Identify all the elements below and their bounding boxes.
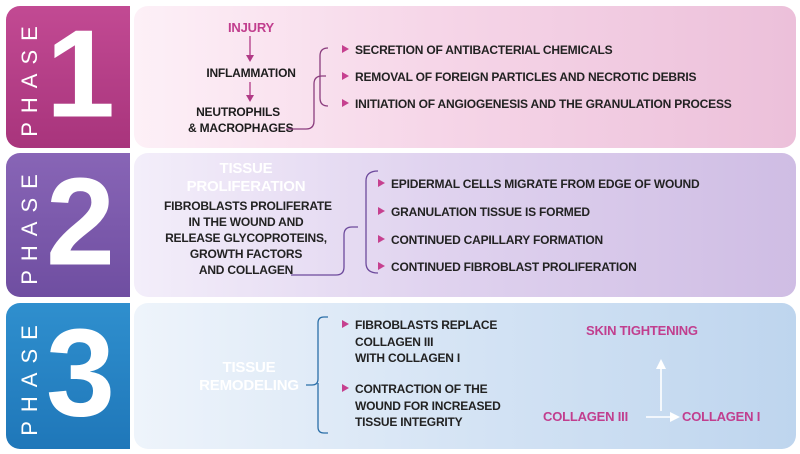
bullet-arrow-icon [342,384,349,392]
phase-1-connectors [246,36,329,130]
bullet-arrow-icon [378,207,385,215]
bullet-item: CONTRACTION OF THE [342,382,488,396]
phase-3-tab: PHASE 3 [6,303,130,449]
phase-2-title-line2: PROLIFERATION [186,178,306,195]
phase-2-desc-line: AND COLLAGEN [198,263,294,277]
bullet-text: SECRETION OF ANTIBACTERIAL CHEMICALS [355,43,613,57]
bullet-item: CONTINUED CAPILLARY FORMATION [378,233,603,247]
phase-2-desc-line: IN THE WOUND AND [188,215,304,229]
phase-3-title-line2: REMODELING [199,377,299,394]
phase-2-panel [134,153,796,297]
bullet-item: SECRETION OF ANTIBACTERIAL CHEMICALS [342,43,613,57]
flow-neutrophils: NEUTROPHILS [196,105,280,119]
bullet-arrow-icon [378,262,385,270]
bullet-arrow-icon [378,179,385,187]
phase-number: 2 [46,153,115,292]
bullet-text-continued: TISSUE INTEGRITY [355,415,463,429]
phase-3-connectors [306,316,680,434]
phase-3-title-line1: TISSUE [222,359,276,376]
bullet-item: REMOVAL OF FOREIGN PARTICLES AND NECROTI… [342,70,697,84]
bullet-arrow-icon [342,72,349,80]
phase-2-desc-line: GROWTH FACTORS [189,247,303,261]
flow-injury: INJURY [228,20,274,35]
bullet-item: EPIDERMAL CELLS MIGRATE FROM EDGE OF WOU… [378,177,700,191]
phase-2-desc-line: RELEASE GLYCOPROTEINS, [165,231,327,245]
bullet-text: GRANULATION TISSUE IS FORMED [391,205,590,219]
phase-1-panel [134,6,796,148]
skin-tightening-label: SKIN TIGHTENING [586,323,698,338]
phase-2-row: PHASE 2 TISSUE PROLIFERATION FIBROBLASTS… [6,153,796,297]
phase-1-tab: PHASE 1 [6,6,130,148]
bullet-arrow-icon [378,235,385,243]
phase-3-panel [134,303,796,449]
flow-inflammation: INFLAMMATION [206,66,296,80]
bullet-arrow-icon [342,99,349,107]
bullet-text: CONTRACTION OF THE [355,382,488,396]
bullet-text: EPIDERMAL CELLS MIGRATE FROM EDGE OF WOU… [391,177,700,191]
bullet-item: GRANULATION TISSUE IS FORMED [378,205,590,219]
bullet-text-continued: COLLAGEN III [355,335,434,349]
bullet-text-continued: WITH COLLAGEN I [355,351,460,365]
bullet-item: CONTINUED FIBROBLAST PROLIFERATION [378,260,637,274]
bullet-item: FIBROBLASTS REPLACE [342,318,497,332]
bullet-item: INITIATION OF ANGIOGENESIS AND THE GRANU… [342,97,732,111]
phase-2-title-line1: TISSUE [219,160,273,177]
phase-3-row: PHASE 3 TISSUE REMODELING FIBROBLASTS RE… [6,303,796,449]
bullet-text: CONTINUED CAPILLARY FORMATION [391,233,603,247]
bullet-text: INITIATION OF ANGIOGENESIS AND THE GRANU… [355,97,732,111]
phase-2-tab: PHASE 2 [6,153,130,297]
phase-number: 3 [46,304,115,443]
bullet-text-continued: WOUND FOR INCREASED [355,399,501,413]
phase-number: 1 [46,5,115,144]
bullet-arrow-icon [342,320,349,328]
collagen-i-label: COLLAGEN I [682,409,761,424]
bullet-text: FIBROBLASTS REPLACE [355,318,498,332]
bullet-text: CONTINUED FIBROBLAST PROLIFERATION [391,260,637,274]
phase-1-row: PHASE 1 INJURY INFLAMMATION NEUTROPHILS … [6,6,796,148]
bullet-arrow-icon [342,45,349,53]
collagen-iii-label: COLLAGEN III [543,409,628,424]
phase-2-connectors [291,170,379,276]
bullet-text: REMOVAL OF FOREIGN PARTICLES AND NECROTI… [355,70,697,84]
flow-macrophages: & MACROPHAGES [188,121,294,135]
phase-2-desc-line: FIBROBLASTS PROLIFERATE [164,199,332,213]
